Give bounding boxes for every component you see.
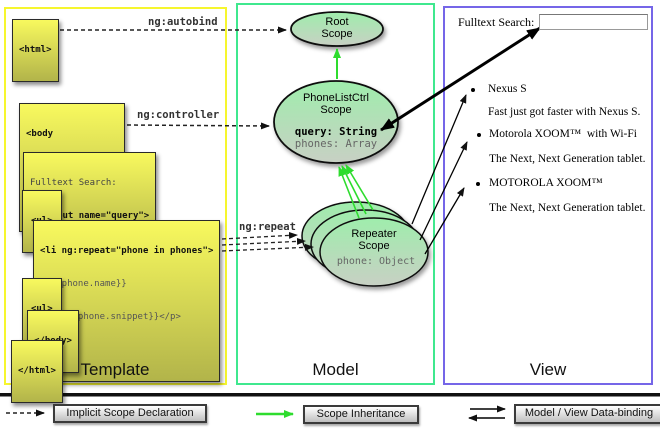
phonelistctrl-line2: Scope <box>320 104 352 116</box>
root-scope-line1: Root <box>325 16 349 28</box>
bullet-icon <box>477 133 481 137</box>
legend-scope-inheritance: Scope Inheritance <box>303 405 419 424</box>
view-item-desc: The Next, Next Generation tablet. <box>489 202 646 214</box>
legend-implicit-scope: Implicit Scope Declaration <box>53 404 207 423</box>
root-scope-label: Root Scope <box>292 16 382 40</box>
phonelistctrl-query-prop: query: String <box>294 126 378 138</box>
phonelistctrl-scope-label: PhoneListCtrl Scope <box>281 92 391 116</box>
bullet-icon <box>471 88 475 92</box>
view-item-title: MOTOROLA XOOM™ <box>489 177 603 189</box>
code-line: <html> <box>19 45 52 55</box>
code-line: <li ng:repeat="phone in phones"> <box>40 246 214 256</box>
view-item-desc: Fast just got faster with Nexus S. <box>488 106 641 118</box>
model-column <box>236 3 435 385</box>
view-search-label: Fulltext Search: <box>458 15 535 29</box>
legend-model-view-binding: Model / View Data-binding <box>514 404 660 424</box>
view-search-input[interactable] <box>539 14 648 30</box>
code-line: Fulltext Search: <box>30 178 117 188</box>
view-item-desc: The Next, Next Generation tablet. <box>489 153 646 165</box>
root-scope-line2: Scope <box>321 28 353 40</box>
code-html-close: </html> <box>11 340 63 403</box>
template-column <box>4 7 227 385</box>
ng-controller-label: ng:controller <box>137 109 220 121</box>
repeater-line2: Scope <box>358 240 390 252</box>
ng-autobind-label: ng:autobind <box>148 16 218 28</box>
view-item-title: Motorola XOOM™ with Wi-Fi <box>489 128 637 140</box>
phonelistctrl-line1: PhoneListCtrl <box>302 92 370 104</box>
code-line: {{phone.name}} <box>40 279 127 289</box>
code-line: <ul> <box>31 304 53 314</box>
code-line: <body <box>26 129 54 139</box>
view-column-label: View <box>529 360 567 379</box>
repeater-scope-label: Repeater Scope <box>329 228 419 252</box>
phonelistctrl-phones-prop: phones: Array <box>294 138 378 150</box>
code-line: <p>{{phone.snippet}}</p> <box>40 312 181 322</box>
view-column <box>443 6 653 385</box>
code-line: </html> <box>18 366 56 376</box>
view-item-title: Nexus S <box>488 83 527 95</box>
repeater-phone-prop: phone: Object <box>336 256 416 267</box>
code-html-open: <html> <box>12 19 59 82</box>
template-column-label: Template <box>80 360 150 379</box>
bullet-icon <box>476 182 480 186</box>
ng-repeat-label: ng:repeat <box>239 221 296 233</box>
repeater-line1: Repeater <box>351 228 397 240</box>
model-column-label: Model <box>312 360 359 379</box>
legend-separator-line <box>0 393 660 397</box>
